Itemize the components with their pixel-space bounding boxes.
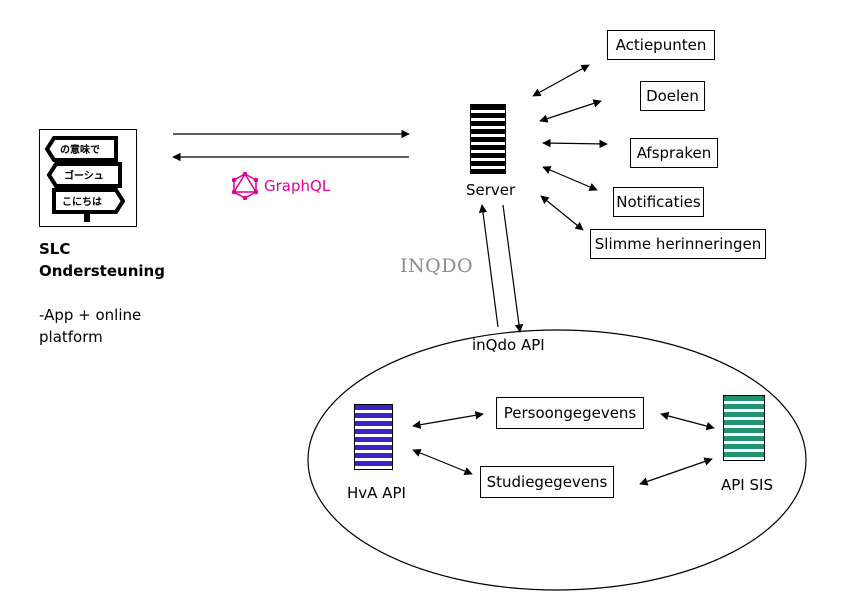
feature-afspraken: Afspraken [630,138,718,168]
sis-server-icon [723,395,765,461]
persoon-sis-arrow [660,411,715,431]
sign-text-2: ゴーシュ [64,171,104,182]
server-to-inqdo-arrow [502,204,524,333]
inqdo-logo: INQDO [400,255,474,277]
inqdo-api-label: inQdo API [472,336,545,354]
sign-text-3: こにちは [62,197,102,208]
graphql-logo: GraphQL [232,172,330,200]
server-notificaties-arrow [542,166,598,191]
graphql-label: GraphQL [264,177,331,195]
signpost-icon: の意味で ゴーシュ こにちは [39,129,137,227]
feature-notificaties: Notificaties [613,187,704,217]
hva-api-label: HvA API [347,484,406,502]
server-actiepunten-arrow [532,64,590,97]
studiegegevens-box: Studiegegevens [480,466,614,498]
studie-sis-arrow [639,457,713,486]
graphql-icon [232,172,258,200]
server-doelen-arrow [539,99,602,123]
server-label: Server [466,181,516,199]
server-herinneringen-arrow [540,195,584,231]
hva-persoon-arrow [412,411,484,429]
client-desc-line2: platform [39,328,103,346]
feature-actiepunten: Actiepunten [607,30,715,60]
client-title-line1: SLC [39,240,71,258]
server-icon [470,104,506,174]
server-afspraken-arrow [542,138,608,149]
hva-server-icon [354,404,393,470]
sign-text-1: の意味で [60,145,100,156]
client-desc-line1: -App + online [39,306,142,324]
hva-studie-arrow [412,448,473,476]
api-sis-label: API SIS [721,476,773,494]
feature-doelen: Doelen [640,81,705,111]
feature-slimme-herinneringen: Slimme herinneringen [590,229,766,259]
inqdo-ecosystem-ellipse [307,329,807,591]
client-title-line2: Ondersteuning [39,262,165,280]
persoongegevens-box: Persoongegevens [496,397,644,429]
inqdo-to-server-arrow [478,204,499,328]
